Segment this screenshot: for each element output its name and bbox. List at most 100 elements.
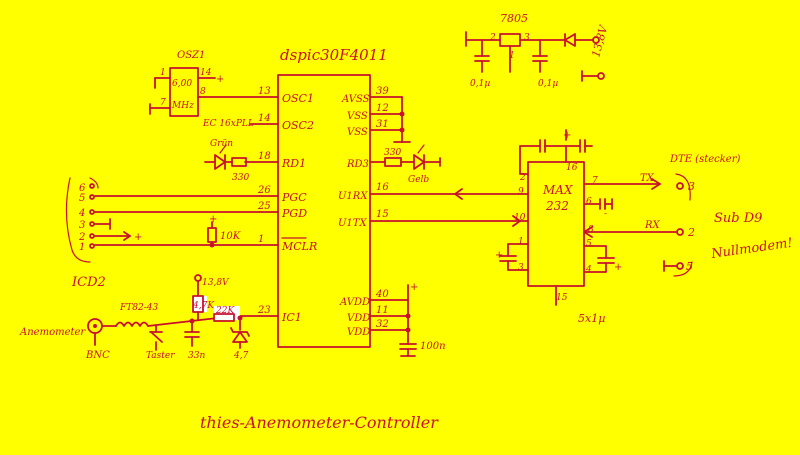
icd-pin: 4 <box>78 208 85 219</box>
max-plus: + <box>563 130 571 141</box>
osc-pin: 1 <box>160 68 166 78</box>
icd-label: ICD2 <box>71 275 106 290</box>
max-pin: 15 <box>556 293 568 303</box>
max-caps-label: 5x1µ <box>578 312 605 325</box>
anemometer-label: Anemometer <box>19 327 86 338</box>
supply-plus: + <box>410 282 418 293</box>
pin-num: 31 <box>376 119 389 130</box>
max-pin: 3 <box>518 263 524 273</box>
pin-num: 16 <box>376 182 389 193</box>
dte-note: Nullmodem! <box>709 236 793 262</box>
icd-pin: 3 <box>79 220 85 231</box>
pin-num: 13 <box>258 86 271 97</box>
led-yellow-label: Gelb <box>408 175 429 185</box>
led-yellow: 330 Gelb <box>384 144 441 185</box>
pin-name: OSC1 <box>282 92 314 105</box>
series-resistor: 22K <box>215 306 235 316</box>
reg-vin: 13,8V <box>589 23 610 59</box>
pin-name: AVSS <box>341 94 370 105</box>
pin-name: RD1 <box>281 157 306 170</box>
pin-name: OSC2 <box>282 119 314 132</box>
pin-name: VSS <box>347 111 368 122</box>
max-minus: - <box>604 209 607 219</box>
max-name-bottom: 232 <box>545 199 569 213</box>
icd-pin: 6 <box>79 183 86 194</box>
max232: MAX 232 2 16 9 10 1 3 7 6 8 5 4 15 + <box>454 129 622 325</box>
dte-tx: TX <box>640 173 655 184</box>
max-pin: 16 <box>566 163 578 173</box>
switch-label: Taster <box>146 351 175 361</box>
max-pin: 9 <box>518 187 524 197</box>
zener-label: 4,7 <box>233 351 249 361</box>
max-pin: 10 <box>514 213 526 223</box>
reg-pin: 1 <box>509 51 515 61</box>
dte-rx: RX <box>644 220 661 231</box>
pin-name: PGC <box>281 191 307 204</box>
cap-33n-label: 33n <box>188 351 205 361</box>
pin-num: 32 <box>376 319 389 330</box>
dte-pin: 2 <box>687 226 695 239</box>
led-yellow-resistor: 330 <box>384 148 401 158</box>
anemometer-input: Anemometer BNC FT82-43 Taster 33n 13,8V … <box>19 274 250 361</box>
osc-pin: 8 <box>200 87 206 97</box>
pin-num: 26 <box>257 185 271 196</box>
pin-num: 14 <box>258 113 271 124</box>
osc-freq-bottom: MHz <box>171 101 194 111</box>
led-green-label: Grün <box>210 139 233 149</box>
icd-plus: + <box>134 232 142 243</box>
icd2-connector: 6 5 4 3 2 1 + ICD2 + 10K <box>65 177 241 290</box>
osc-name: OSZ1 <box>177 50 205 61</box>
pullup-supply: 13,8V <box>202 278 230 288</box>
pin-num: 25 <box>257 201 271 212</box>
osc-pin: 14 <box>200 68 212 78</box>
osc-plus: + <box>216 74 224 85</box>
max-pin: 8 <box>588 225 594 235</box>
led-green: Grün 330 <box>204 139 249 183</box>
pin-name: VDD <box>347 313 370 324</box>
max-plus: + <box>614 262 622 273</box>
regulator-name: 7805 <box>500 12 528 25</box>
osc-freq-top: 6,00 <box>172 79 192 89</box>
diagram-title: thies-Anemometer-Controller <box>200 413 439 432</box>
pin-name: VDD <box>347 327 370 338</box>
max-pin: 5 <box>586 239 592 249</box>
pin-name: VSS <box>347 127 368 138</box>
icd-pin: 1 <box>79 242 85 253</box>
dte-pin: 3 <box>688 180 695 193</box>
reg-cap-out: 0,1µ <box>538 79 558 89</box>
pin-name: RD3 <box>346 159 369 170</box>
dte-label: DTE (stecker) <box>669 154 740 165</box>
regulator: 7805 2 1 3 0,1µ 0,1µ 13,8V <box>465 12 611 89</box>
mcu-left-pins: 13 OSC1 14 OSC2 18 RD1 26 PGC 25 PGD 1 M… <box>94 86 317 324</box>
mclr-resistor: 10K <box>220 231 241 242</box>
pin-num: 1 <box>258 234 264 245</box>
max-plus: + <box>495 250 503 261</box>
max-pin: 7 <box>592 176 598 186</box>
pin-num: 15 <box>376 209 389 220</box>
dte-connector: DTE (stecker) TX 3 RX 2 5 Sub D9 Nullmod… <box>583 154 794 277</box>
pullup-resistor: 4,7K <box>192 301 215 311</box>
max-pin: 6 <box>586 197 592 207</box>
osc-pin: 7 <box>160 98 166 108</box>
pin-name: AVDD <box>339 297 370 308</box>
led-green-resistor: 330 <box>232 173 249 183</box>
reg-pin: 2 <box>489 33 496 43</box>
filter-label: FT82-43 <box>119 303 158 313</box>
pin-num: 39 <box>376 86 389 97</box>
reg-cap-in: 0,1µ <box>470 79 490 89</box>
bnc-label: BNC <box>85 350 110 361</box>
icd-pin: 5 <box>79 193 85 204</box>
max-pin: 4 <box>585 265 592 275</box>
mclr-plus: + <box>209 214 217 225</box>
osc-note: EC 16xPLL <box>202 119 254 129</box>
max-pin: 1 <box>518 237 524 247</box>
oscillator: OSZ1 6,00 MHz 14 + 8 1 7 EC 16xPLL <box>149 50 254 129</box>
pin-name: PGD <box>281 207 307 220</box>
pin-num: 18 <box>258 151 271 162</box>
pin-num: 23 <box>257 305 271 316</box>
pin-num: 11 <box>376 305 389 316</box>
pin-name: U1TX <box>338 218 367 229</box>
mcu-body <box>277 74 371 348</box>
